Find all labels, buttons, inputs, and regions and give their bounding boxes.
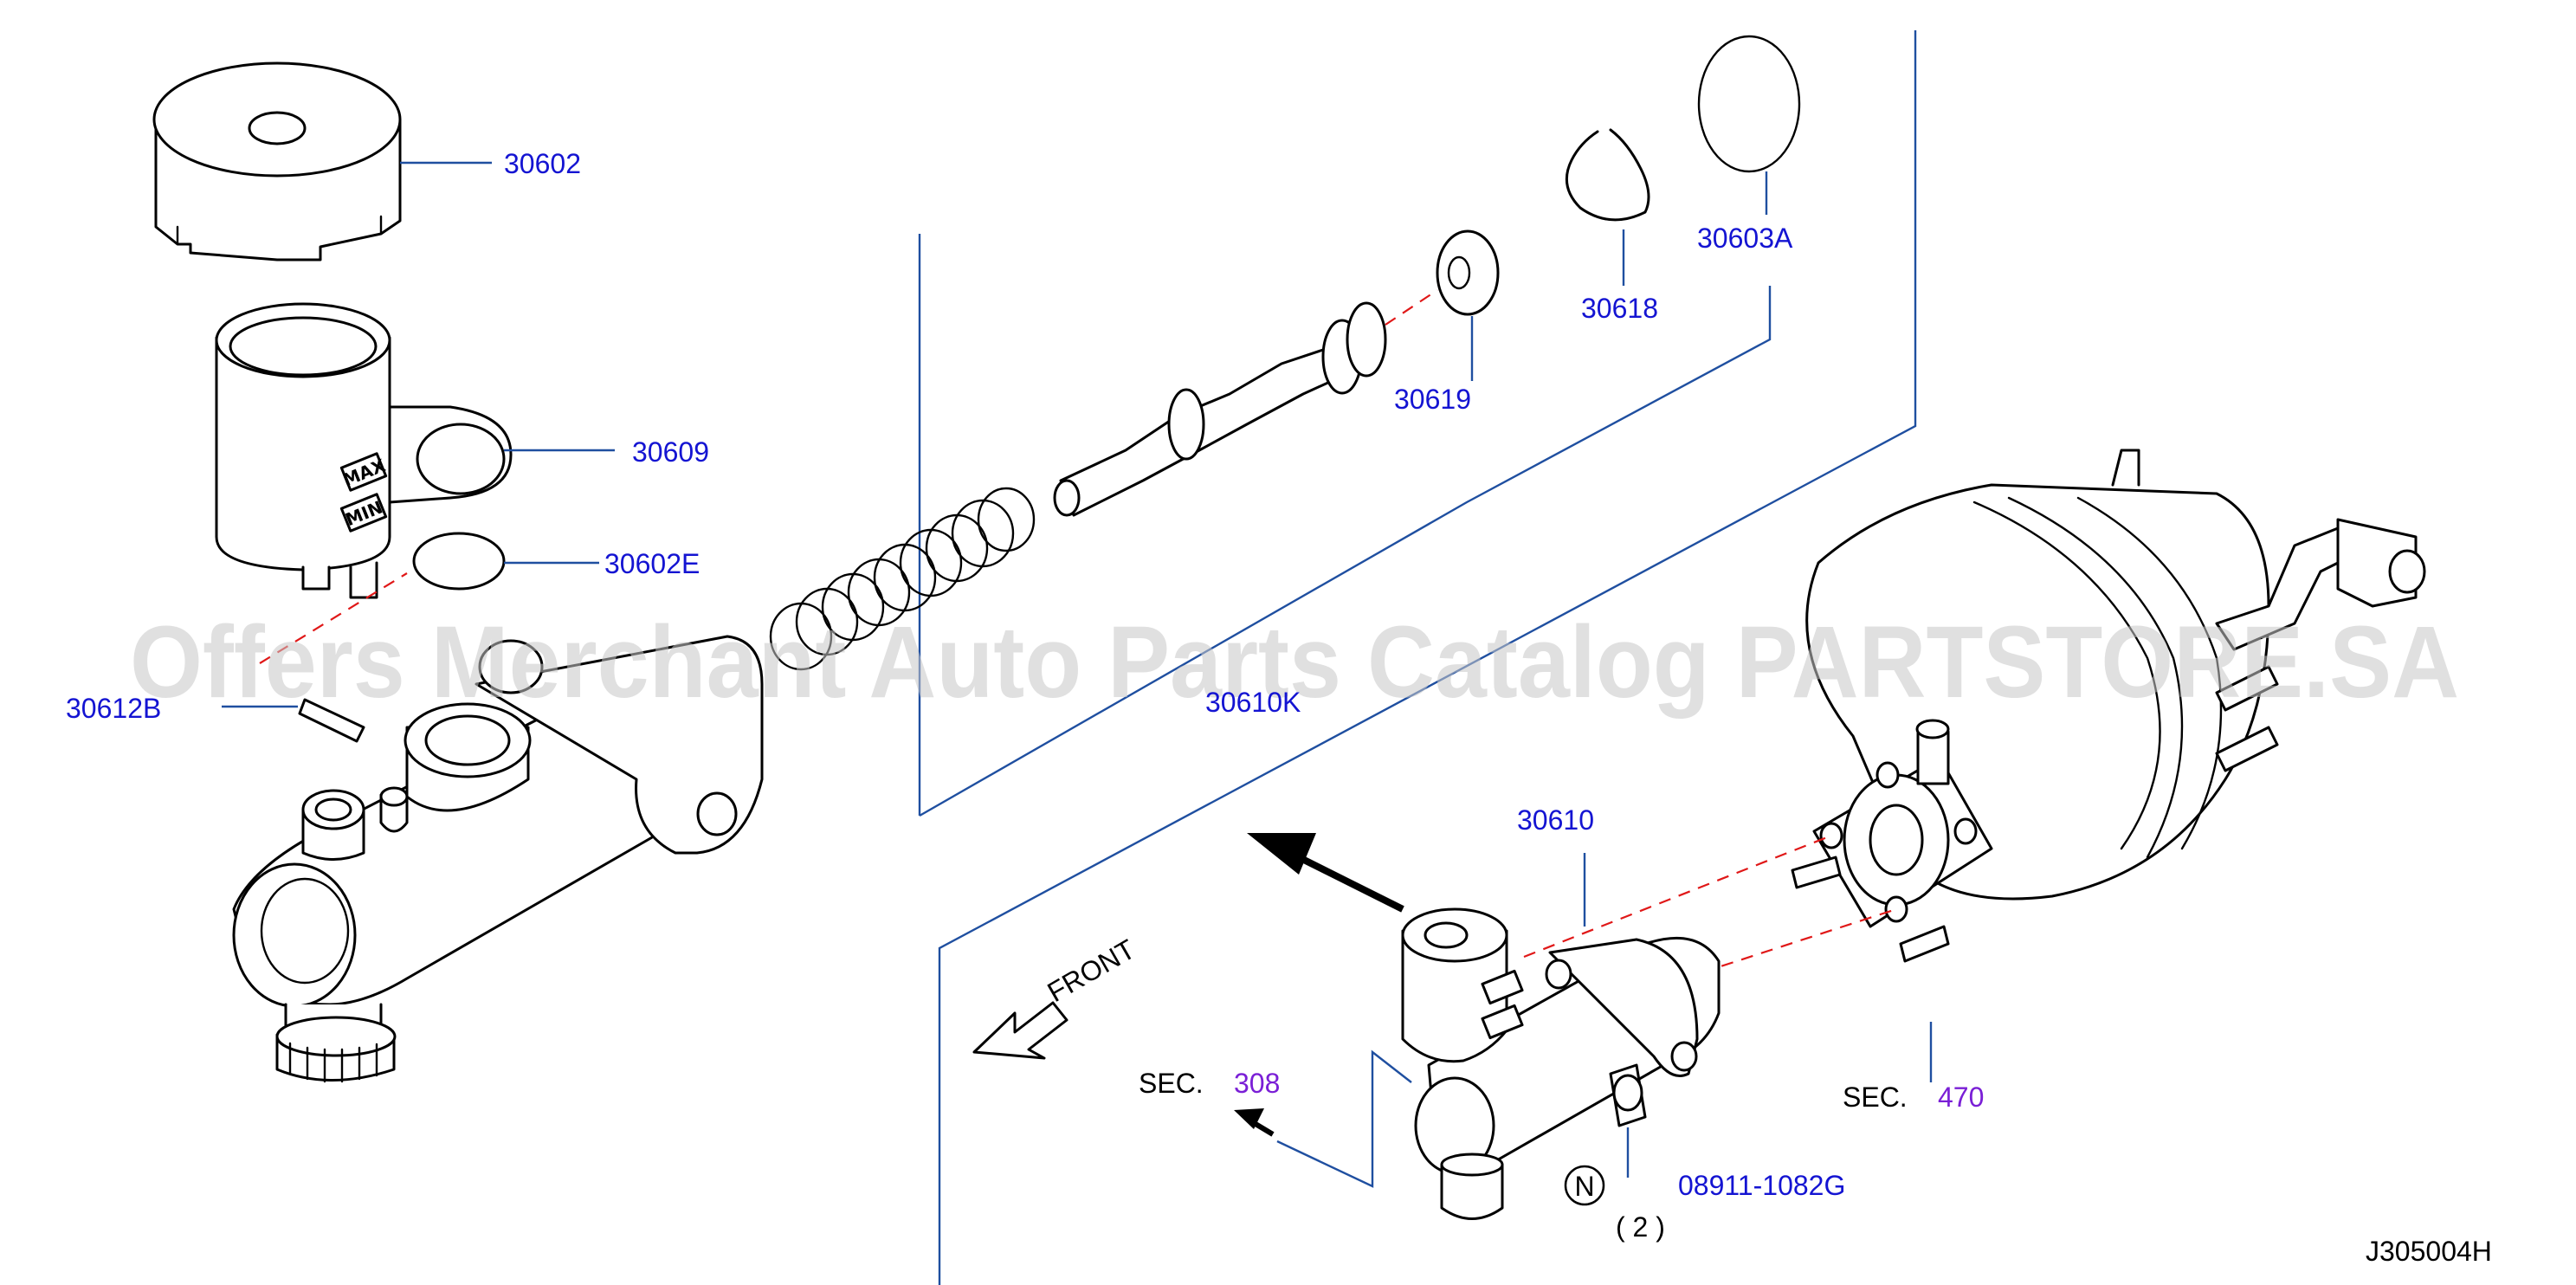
dust-boot [1436, 229, 1500, 316]
part-labels: 30602 30609 30602E 30612B 30610K 30619 3… [66, 148, 1845, 1201]
part-label-08911-1082g[interactable]: 08911-1082G [1678, 1170, 1845, 1201]
part-label-30602e[interactable]: 30602E [604, 548, 700, 579]
part-label-30618[interactable]: 30618 [1581, 293, 1658, 324]
diagram-code: J305004H [2366, 1236, 2492, 1267]
sec-308-arrow [1234, 1108, 1275, 1137]
frame-lines [918, 30, 1917, 1285]
front-label: FRONT [1043, 933, 1140, 1008]
part-label-30612b[interactable]: 30612B [66, 693, 161, 724]
bolt-marker-letter: N [1574, 1171, 1594, 1202]
part-label-30609[interactable]: 30609 [632, 436, 709, 468]
master-cylinder-body [232, 635, 764, 1083]
part-label-30619[interactable]: 30619 [1394, 384, 1471, 415]
bolt-marker-n: N [1564, 1165, 1605, 1206]
reservoir: MAX MIN [215, 302, 513, 599]
reservoir-seal [412, 532, 506, 591]
sec-470-link[interactable]: 470 [1938, 1082, 1984, 1113]
watermark: Offers Merchant Auto Parts Catalog PARTS… [130, 605, 2459, 720]
part-label-30610k[interactable]: 30610K [1205, 687, 1301, 718]
front-arrow-icon [972, 1001, 1068, 1060]
part-label-30602[interactable]: 30602 [504, 148, 581, 179]
master-cylinder-assembly [1401, 907, 1721, 1220]
snap-ring [1565, 128, 1650, 222]
piston-pushrod [1053, 301, 1387, 517]
part-label-30610[interactable]: 30610 [1517, 804, 1594, 836]
sec-470-prefix: SEC. [1843, 1082, 1908, 1113]
brake-booster [1791, 449, 2426, 963]
part-label-30603a[interactable]: 30603A [1697, 223, 1793, 254]
reservoir-cap [152, 61, 402, 262]
roll-pin [298, 698, 365, 743]
sec-308-link[interactable]: 308 [1234, 1068, 1280, 1099]
o-ring [1697, 35, 1801, 173]
return-spring [769, 487, 1036, 671]
direction-arrow-large [1247, 833, 1404, 913]
sec-308-prefix: SEC. [1139, 1068, 1204, 1099]
bolt-quantity: ( 2 ) [1616, 1211, 1665, 1243]
